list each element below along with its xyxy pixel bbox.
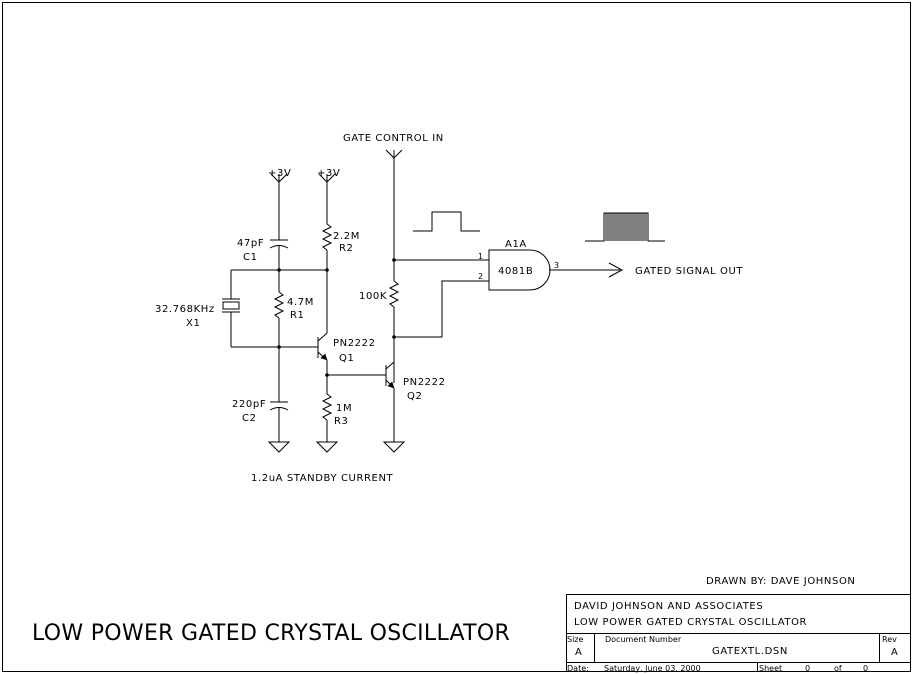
crystal-x1 xyxy=(222,270,240,347)
rev-value: A xyxy=(891,647,898,658)
x1-ref: X1 xyxy=(186,318,200,329)
company-name: DAVID JOHNSON AND ASSOCIATES xyxy=(574,601,763,612)
sheet-label: Sheet xyxy=(759,664,782,673)
svg-text:+3V: +3V xyxy=(317,168,340,179)
c2-ref: C2 xyxy=(242,413,257,424)
r2-ref: R2 xyxy=(339,243,354,254)
q2-ref: Q2 xyxy=(407,391,422,402)
capacitor-c2 xyxy=(269,347,289,442)
vcc-symbol-1: +3V xyxy=(268,168,291,240)
size-value: A xyxy=(575,647,582,658)
gate-control-input-port xyxy=(385,149,403,260)
gate-pin1: 1 xyxy=(478,252,483,261)
date-value: Saturday, June 03, 2000 xyxy=(604,664,701,673)
of-value: 0 xyxy=(863,664,868,673)
resistor-r1 xyxy=(273,270,285,347)
c2-value: 220pF xyxy=(232,399,266,410)
title-block xyxy=(566,594,911,672)
ground-symbol-1 xyxy=(267,441,291,453)
r1-value: 4.7M xyxy=(287,297,314,308)
gate-part: 4081B xyxy=(498,266,533,277)
q1-part: PN2222 xyxy=(333,338,376,349)
document-number-value: GATEXTL.DSN xyxy=(712,646,788,657)
x1-value: 32.768KHz xyxy=(155,304,215,315)
gate-pin3: 3 xyxy=(554,261,559,270)
r4-value: 100K xyxy=(359,291,387,302)
and-gate-a1a xyxy=(488,249,624,291)
resistor-r3 xyxy=(321,393,333,442)
gate-pin2: 2 xyxy=(478,272,483,281)
r3-ref: R3 xyxy=(334,416,349,427)
title-block-title: LOW POWER GATED CRYSTAL OSCILLATOR xyxy=(574,617,807,628)
standby-note: 1.2uA STANDBY CURRENT xyxy=(251,473,394,484)
resistor-r2 xyxy=(321,223,333,270)
ground-symbol-2 xyxy=(315,441,339,453)
q1-ref: Q1 xyxy=(339,353,354,364)
svg-text:+3V: +3V xyxy=(268,168,291,179)
r3-value: 1M xyxy=(336,403,352,414)
ground-symbol-3 xyxy=(382,441,406,453)
c1-value: 47pF xyxy=(237,238,264,249)
drawing-title: LOW POWER GATED CRYSTAL OSCILLATOR xyxy=(32,621,510,646)
gate-ref: A1A xyxy=(505,239,527,250)
gate-control-label: GATE CONTROL IN xyxy=(343,133,444,144)
gate-pulse-waveform xyxy=(413,211,480,232)
c1-ref: C1 xyxy=(243,252,258,263)
rev-label: Rev xyxy=(882,635,897,644)
junction-dot xyxy=(325,373,329,377)
q2-part: PN2222 xyxy=(403,377,446,388)
size-label: Size xyxy=(567,635,584,644)
r1-ref: R1 xyxy=(290,310,305,321)
drawn-by: DRAWN BY: DAVE JOHNSON xyxy=(706,576,856,587)
capacitor-c1 xyxy=(269,239,289,270)
transistor-q2 xyxy=(385,361,395,442)
output-label: GATED SIGNAL OUT xyxy=(635,266,743,277)
document-number-label: Document Number xyxy=(605,635,682,644)
gated-output-waveform xyxy=(585,212,665,242)
sheet-value: 0 xyxy=(805,664,810,673)
date-label: Date: xyxy=(567,664,589,673)
resistor-100k xyxy=(388,260,400,383)
vcc-symbol-2: +3V xyxy=(317,168,340,224)
transistor-q1 xyxy=(317,270,328,394)
of-label: of xyxy=(834,664,842,673)
r2-value: 2.2M xyxy=(333,231,360,242)
